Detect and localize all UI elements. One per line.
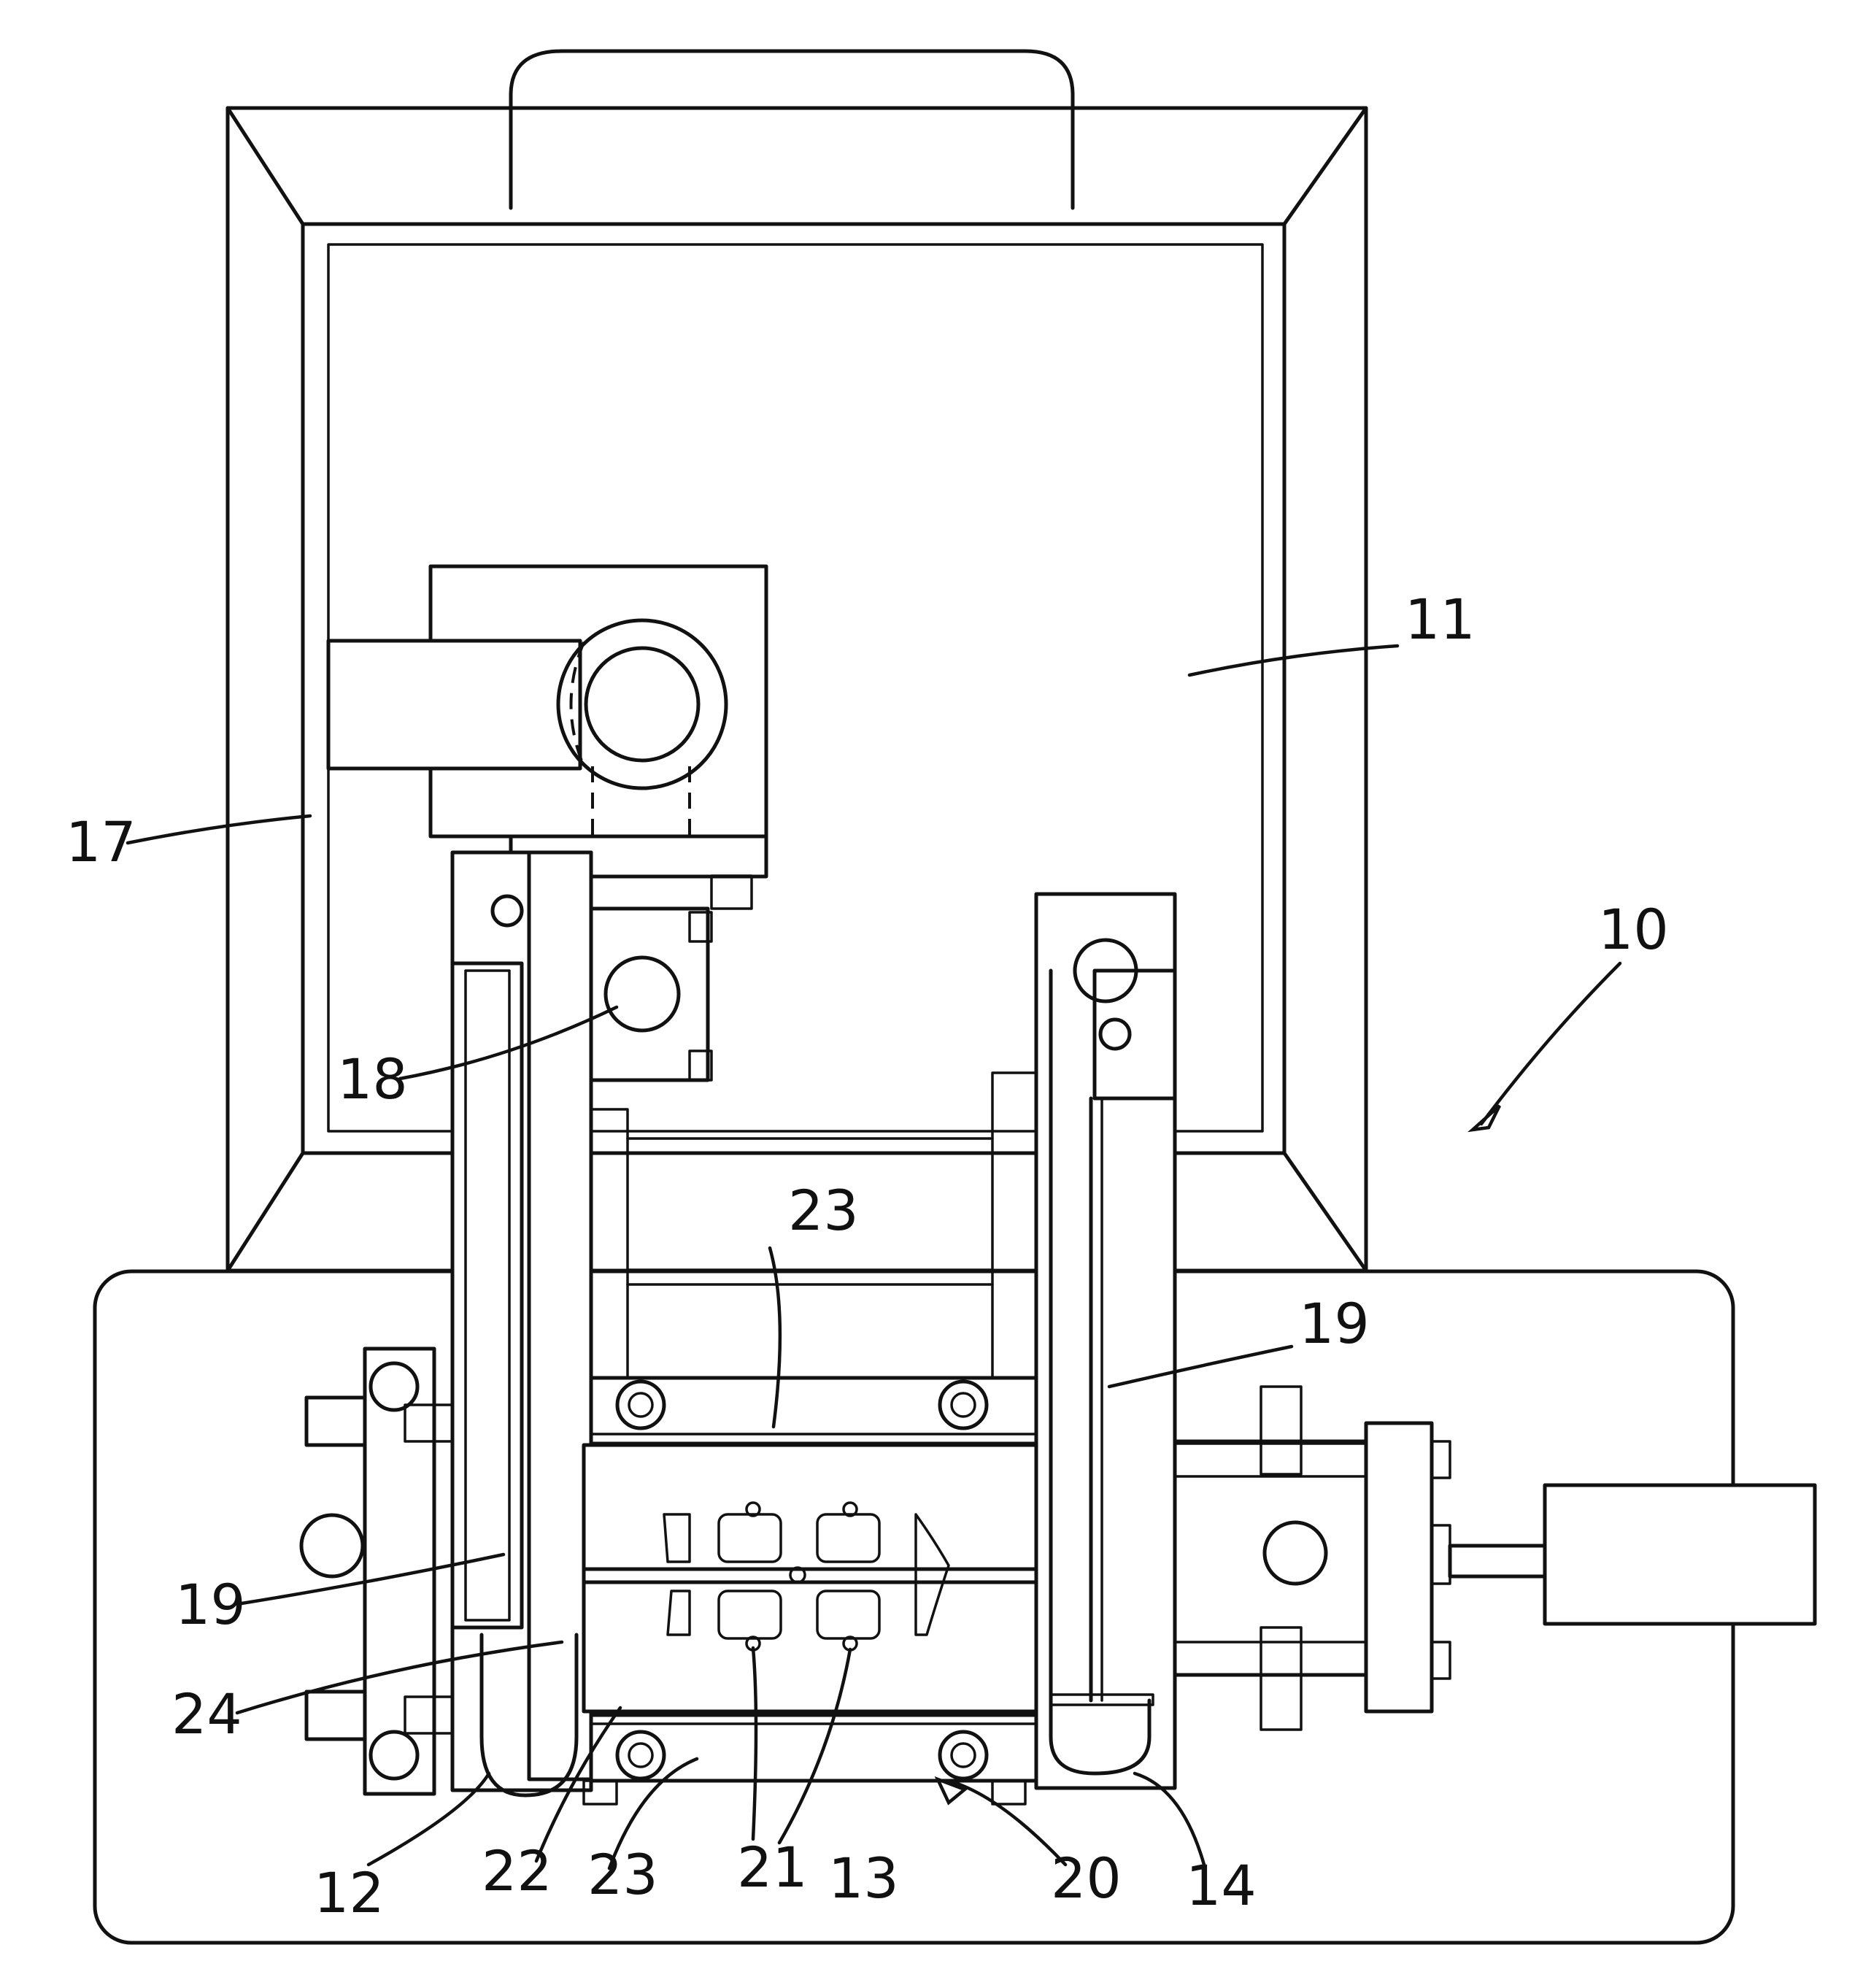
label-11: 11 <box>1405 587 1476 652</box>
label-14: 14 <box>1186 1853 1257 1918</box>
label-20: 20 <box>1051 1846 1122 1911</box>
label-19-right: 19 <box>1299 1291 1370 1356</box>
left-clamp <box>301 1349 452 1794</box>
label-21: 21 <box>737 1835 808 1900</box>
label-23-top: 23 <box>788 1178 859 1243</box>
label-19-left: 19 <box>175 1572 246 1637</box>
label-13: 13 <box>828 1846 899 1911</box>
label-12: 12 <box>314 1860 385 1925</box>
label-18: 18 <box>337 1047 408 1111</box>
mould-assembly <box>584 1378 1036 1804</box>
nozzle-block <box>584 909 711 1080</box>
label-23-bottom: 23 <box>587 1842 658 1907</box>
right-drive <box>1175 1387 1815 1730</box>
left-column <box>452 852 591 1795</box>
label-22: 22 <box>482 1838 552 1903</box>
label-24: 24 <box>171 1681 242 1746</box>
label-17: 17 <box>66 809 136 874</box>
label-10: 10 <box>1598 897 1669 962</box>
right-column <box>1036 894 1175 1788</box>
